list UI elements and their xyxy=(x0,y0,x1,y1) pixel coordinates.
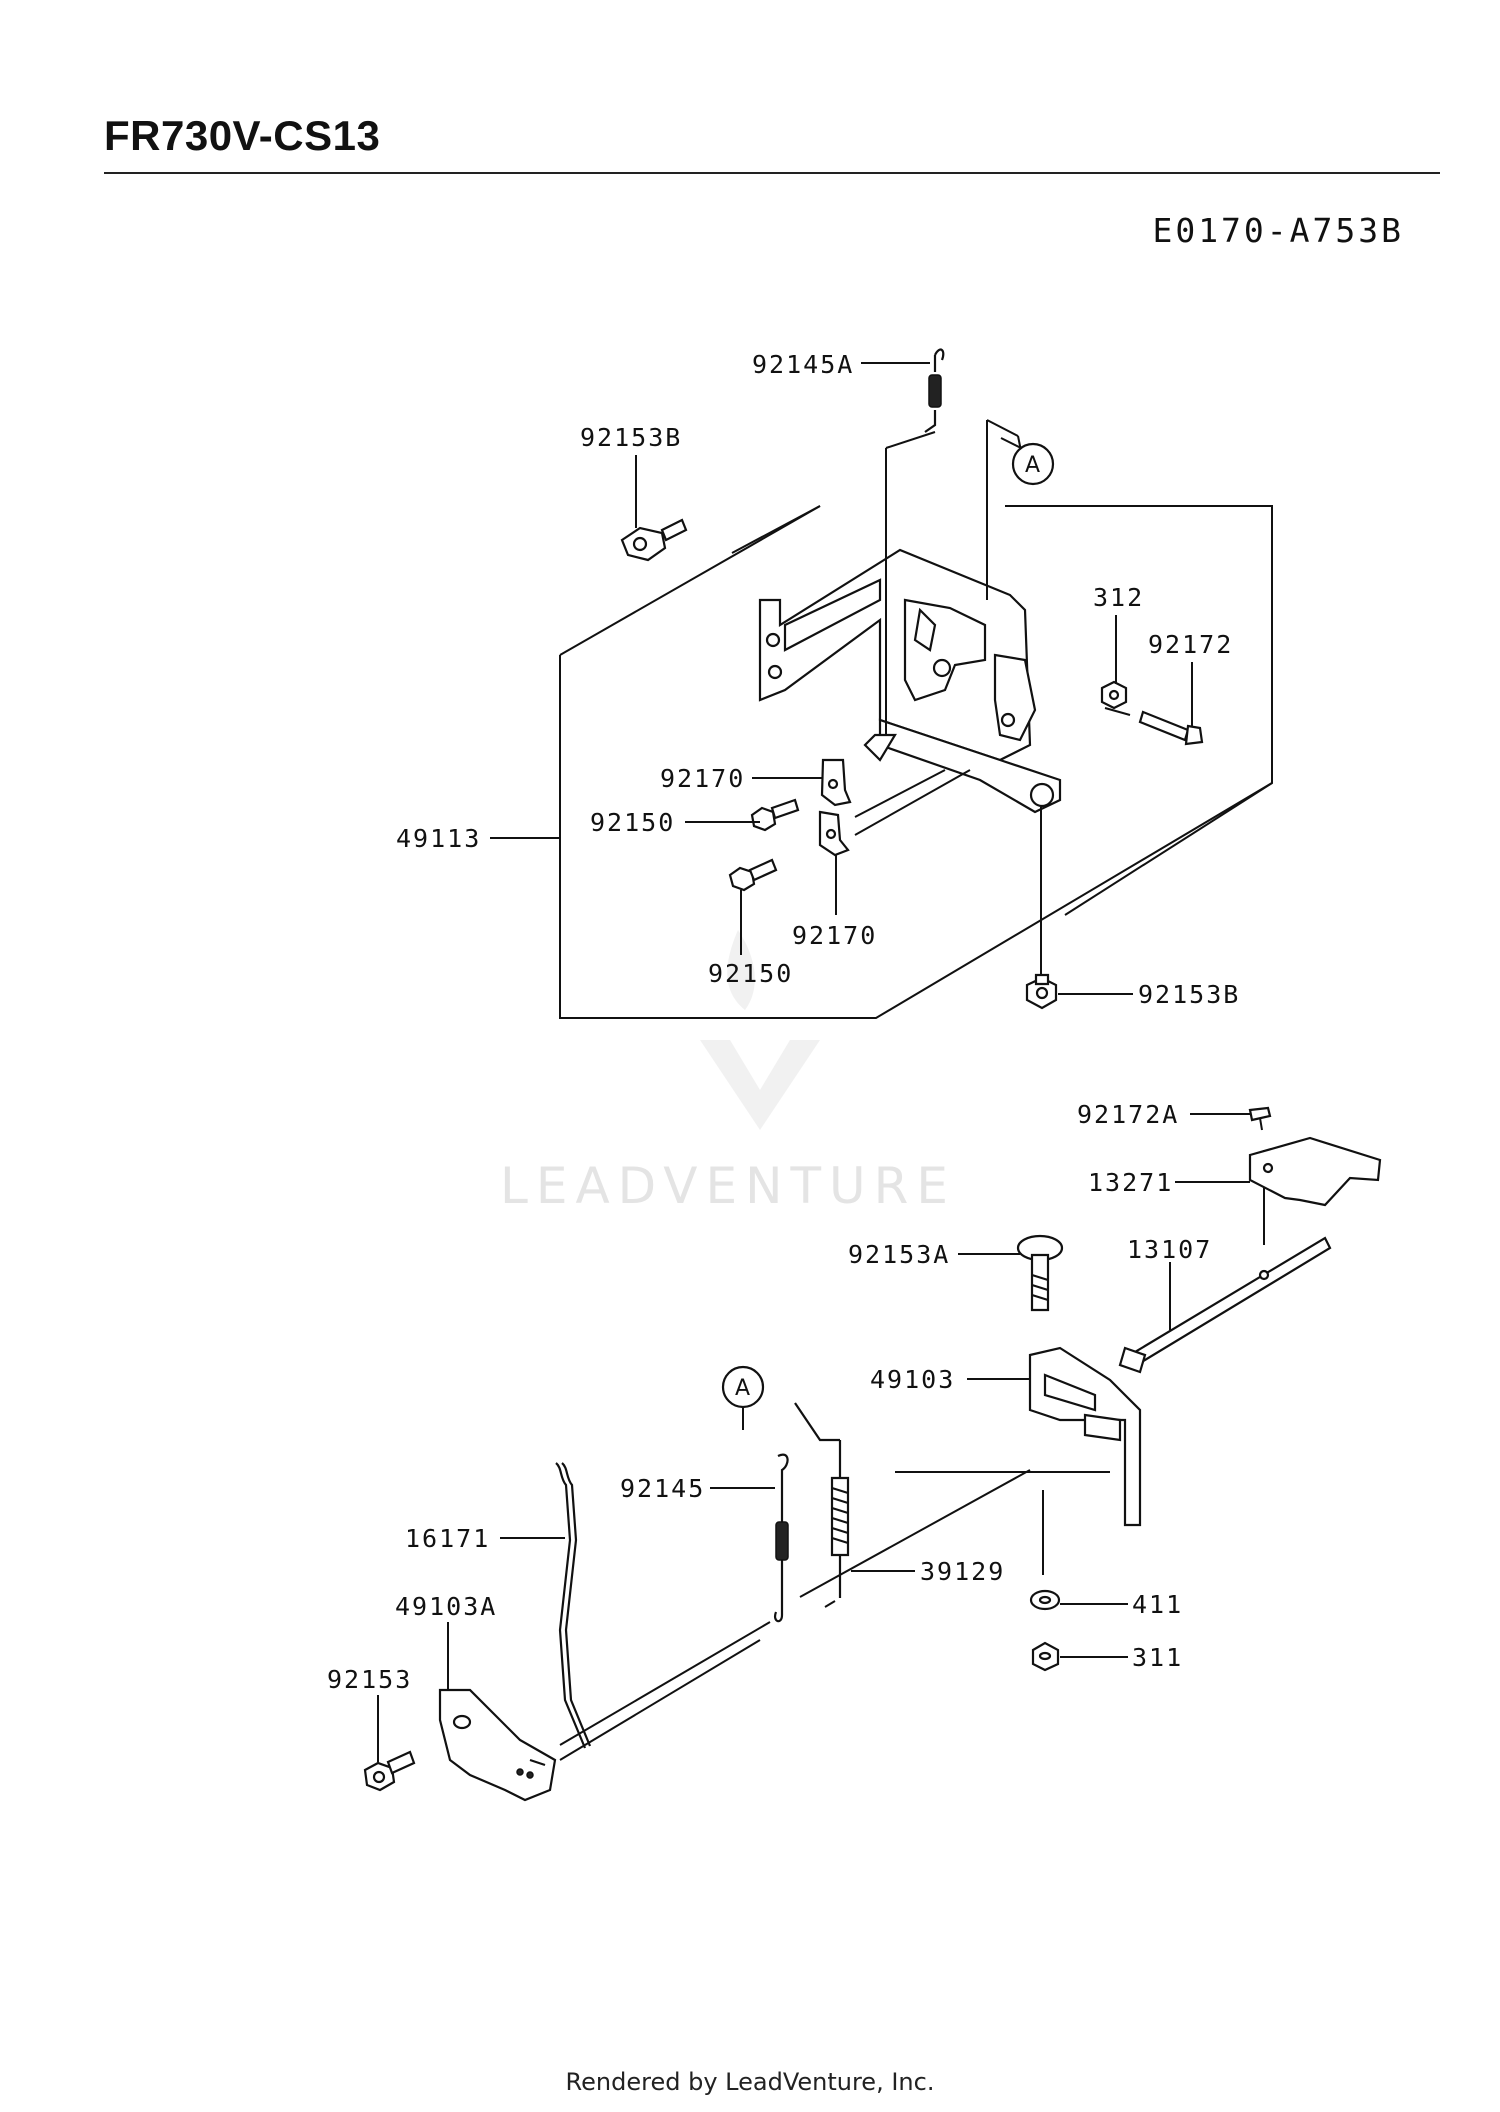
callout-92170-a: 92170 xyxy=(660,764,745,793)
callout-92172A: 92172A xyxy=(1077,1100,1179,1129)
callout-92153B-top: 92153B xyxy=(580,423,682,452)
washer-411 xyxy=(1029,1589,1061,1611)
callout-312: 312 xyxy=(1093,583,1144,612)
lever-plate-49103A xyxy=(438,1688,557,1802)
nut-312 xyxy=(1100,680,1128,710)
callout-49103: 49103 xyxy=(870,1365,955,1394)
callout-49103A: 49103A xyxy=(395,1592,497,1621)
bolt-92150-b xyxy=(728,858,778,892)
spring-92145 xyxy=(774,1453,789,1623)
callout-92150-b: 92150 xyxy=(708,959,793,988)
control-bracket-assembly-49113: A xyxy=(559,348,1273,1019)
callout-92145: 92145 xyxy=(620,1474,705,1503)
callout-311: 311 xyxy=(1132,1643,1183,1672)
bolt-92153 xyxy=(363,1750,416,1792)
bolt-92150-a xyxy=(750,798,800,832)
callout-16171: 16171 xyxy=(405,1524,490,1553)
reference-a-label-bottom: A xyxy=(735,1376,750,1401)
reference-a-marker-top xyxy=(1011,442,1055,486)
callout-92150-a: 92150 xyxy=(590,808,675,837)
screw-92172 xyxy=(1138,710,1204,746)
clip-92170-b xyxy=(818,810,850,857)
spring-92145A xyxy=(924,348,945,433)
callout-13107: 13107 xyxy=(1127,1235,1212,1264)
callout-49113: 49113 xyxy=(396,824,481,853)
footer-credit: Rendered by LeadVenture, Inc. xyxy=(565,2068,935,2096)
watermark-logo xyxy=(700,930,820,1130)
callout-92153B-bottom: 92153B xyxy=(1138,980,1240,1009)
callout-39129: 39129 xyxy=(920,1557,1005,1586)
callout-411: 411 xyxy=(1132,1590,1183,1619)
page-title: FR730V-CS13 xyxy=(104,112,381,159)
bolt-92153B-bottom xyxy=(1025,973,1058,1010)
callout-92145A: 92145A xyxy=(752,350,854,379)
callout-92153: 92153 xyxy=(327,1665,412,1694)
spring-39129 xyxy=(794,1402,850,1598)
rod-16171 xyxy=(555,1462,592,1749)
bolt-92153A xyxy=(1016,1234,1064,1312)
shaft-13107 xyxy=(1118,1236,1332,1374)
clip-92170-a xyxy=(820,758,852,807)
plate-13271 xyxy=(1248,1136,1382,1207)
lever-49103 xyxy=(1028,1346,1142,1527)
callout-13271: 13271 xyxy=(1088,1168,1173,1197)
callout-leaders xyxy=(377,362,1250,1762)
callout-92170-b: 92170 xyxy=(792,921,877,950)
nut-311 xyxy=(1031,1641,1060,1672)
bolt-92153B-top xyxy=(620,518,688,562)
callout-92172: 92172 xyxy=(1148,630,1233,659)
diagram-code: E0170-A753B xyxy=(1152,211,1404,250)
title-divider xyxy=(104,172,1440,174)
reference-a-label-top: A xyxy=(1025,453,1040,478)
callout-92153A: 92153A xyxy=(848,1240,950,1269)
throttle-linkage-assembly: A xyxy=(363,1106,1382,1802)
watermark-text: LEADVENTURE xyxy=(500,1157,956,1215)
